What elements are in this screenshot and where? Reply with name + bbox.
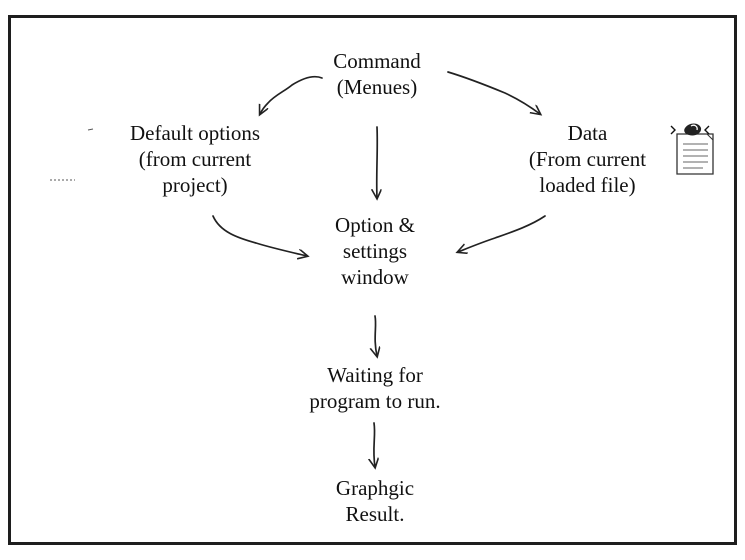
node-waiting-line-2: program to run. bbox=[309, 389, 441, 413]
node-result-line-1: Graphgic bbox=[335, 476, 415, 500]
node-default-options-line-1: Default options bbox=[129, 121, 261, 145]
arrow-waiting-to-result bbox=[374, 422, 375, 467]
arrow-default-options-to-option-settings bbox=[212, 215, 307, 256]
node-command-line-2: (Menues) bbox=[336, 75, 418, 99]
node-option-settings: Option & settings window bbox=[300, 212, 450, 290]
arrow-command-to-data bbox=[447, 71, 540, 114]
node-data-line-1: Data bbox=[567, 121, 608, 145]
arrow-command-to-option-settings bbox=[377, 126, 378, 198]
node-result: Graphgic Result. bbox=[310, 475, 440, 527]
node-default-options: Default options (from current project) bbox=[100, 120, 290, 198]
node-option-settings-line-2: settings bbox=[342, 239, 408, 263]
node-data: Data (From current loaded file) bbox=[505, 120, 670, 198]
node-result-line-2: Result. bbox=[345, 502, 405, 526]
scan-marks bbox=[50, 128, 94, 181]
arrow-option-settings-to-waiting bbox=[375, 315, 377, 356]
node-command-line-1: Command bbox=[333, 49, 421, 73]
node-option-settings-line-3: window bbox=[341, 265, 409, 289]
arrow-data-to-option-settings bbox=[458, 215, 546, 252]
document-icon bbox=[670, 123, 714, 175]
node-waiting: Waiting for program to run. bbox=[290, 362, 460, 414]
node-default-options-line-2: (from current bbox=[138, 147, 252, 171]
node-default-options-line-3: project) bbox=[162, 173, 228, 197]
diagram-frame bbox=[8, 15, 737, 545]
node-command: Command (Menues) bbox=[314, 48, 440, 100]
node-data-line-2: (From current bbox=[528, 147, 647, 171]
arrow-command-to-default-options bbox=[260, 75, 323, 114]
node-data-line-3: loaded file) bbox=[539, 173, 636, 197]
node-option-settings-line-1: Option & bbox=[335, 213, 415, 237]
node-waiting-line-1: Waiting for bbox=[327, 363, 423, 387]
